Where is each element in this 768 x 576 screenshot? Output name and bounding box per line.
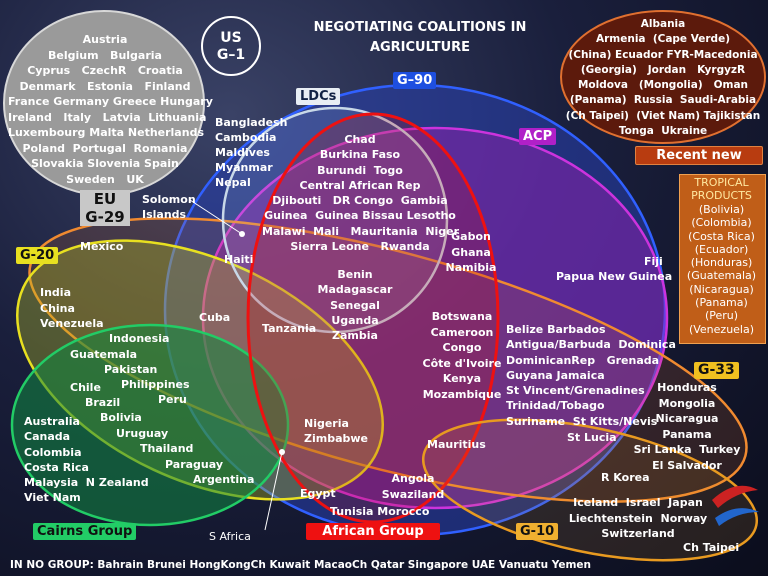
g90-label: G–90 xyxy=(393,72,437,89)
country-haiti: Haiti xyxy=(224,253,254,266)
country-ch-taipei: Ch Taipei xyxy=(683,541,740,554)
eu-label: EU G-29 xyxy=(80,190,130,226)
countries-australia-block: Australia Canada Colombia Costa Rica Mal… xyxy=(24,415,149,505)
country-chile: Chile xyxy=(70,381,101,394)
s-africa-dot xyxy=(279,449,285,455)
g20-label: G-20 xyxy=(16,247,59,264)
countries-india-block: India China Venezuela xyxy=(40,286,104,330)
country-peru: Peru xyxy=(158,393,187,406)
eu-label-bottom: G-29 xyxy=(85,208,125,226)
us-label-bottom: G–1 xyxy=(216,47,246,63)
page-title: NEGOTIATING COALITIONS IN AGRICULTURE xyxy=(313,20,527,55)
us-label: US G–1 xyxy=(204,30,258,64)
countries-botswana-block: Botswana Cameroon Congo Côte d'Ivoire Ke… xyxy=(422,310,502,401)
recent-members: Albania Armenia (Cape Verde) (China) Ecu… xyxy=(565,18,761,138)
country-philippines: Philippines xyxy=(121,378,190,391)
countries-caribbean-block: Belize Barbados Antigua/Barbuda Dominica… xyxy=(506,323,676,428)
countries-angola-block: Angola Swaziland xyxy=(381,472,445,501)
eu-members: Austria Belgium Bulgaria Cyprus CzechR C… xyxy=(8,33,213,186)
acp-circle xyxy=(201,126,669,510)
wto-logo-mark xyxy=(712,485,758,508)
s-africa-connector xyxy=(264,451,283,531)
country-pakistan: Pakistan xyxy=(104,363,158,376)
g33-label: G-33 xyxy=(694,362,739,379)
recent-bubble xyxy=(560,10,766,144)
wto-logo-mark-2 xyxy=(715,508,759,526)
country-bolivia: Bolivia xyxy=(100,411,142,424)
country-argentina: Argentina xyxy=(193,473,255,486)
tropical-members: (Bolivia) (Colombia) (Costa Rica) (Ecuad… xyxy=(686,203,757,336)
countries-gabon-block: Gabon Ghana Namibia xyxy=(445,230,497,274)
country-mexico: Mexico xyxy=(80,240,124,253)
country-paraguay: Paraguay xyxy=(165,458,223,471)
country-thailand: Thailand xyxy=(140,442,194,455)
country-tunisia-morocco: Tunisia Morocco xyxy=(330,505,430,518)
country-guatemala: Guatemala xyxy=(70,348,138,361)
cairns-label: Cairns Group xyxy=(33,523,137,540)
country-s-africa: S Africa xyxy=(209,530,251,543)
no-group-note: IN NO GROUP: Bahrain Brunei HongKongCh K… xyxy=(10,559,592,571)
country-uruguay: Uruguay xyxy=(116,427,169,440)
country-png: Papua New Guinea xyxy=(556,270,673,283)
country-mauritius: Mauritius xyxy=(427,438,486,451)
tropical-title: TROPICAL PRODUCTS xyxy=(691,176,752,202)
g10-label: G-10 xyxy=(516,523,559,540)
country-indonesia: Indonesia xyxy=(109,332,170,345)
solomon-dot xyxy=(239,231,245,237)
g33-ellipse xyxy=(28,217,748,503)
country-r-korea: R Korea xyxy=(601,471,650,484)
solomon-connector xyxy=(189,199,243,235)
countries-g33-block: Honduras Mongolia Nicaragua Panama Sri L… xyxy=(633,381,741,472)
country-st-lucia: St Lucia xyxy=(567,431,617,444)
tropical-box xyxy=(679,174,766,344)
ldcs-circle xyxy=(221,106,449,334)
us-label-top: US xyxy=(220,30,242,46)
g10-ellipse xyxy=(421,418,759,562)
african-label: African Group xyxy=(306,523,440,540)
us-circle xyxy=(201,16,261,76)
countries-nigeria-block: Nigeria Zimbabwe xyxy=(304,417,369,446)
countries-solomon: Solomon Islands xyxy=(142,193,196,221)
country-tanzania: Tanzania xyxy=(262,322,317,335)
countries-g10-block: Iceland Israel Japan Liechtenstein Norwa… xyxy=(568,496,708,540)
country-fiji: Fiji xyxy=(644,255,663,268)
country-cuba: Cuba xyxy=(199,311,231,324)
countries-chad-block: Chad Burkina Faso Burundi Togo Central A… xyxy=(262,133,460,254)
country-egypt: Egypt xyxy=(300,487,336,500)
ldcs-label: LDCs xyxy=(296,88,341,105)
recent-new-label: Recent new xyxy=(635,146,763,165)
acp-label: ACP xyxy=(519,128,557,145)
african-ellipse xyxy=(246,112,500,524)
country-brazil: Brazil xyxy=(85,396,121,409)
countries-benin-block: Benin Madagascar Senegal Uganda Zambia xyxy=(317,268,393,343)
eu-label-top: EU xyxy=(93,190,117,208)
countries-bangladesh-block: Bangladesh Cambodia Maldives Myanmar Nep… xyxy=(215,116,288,189)
cairns-ellipse xyxy=(10,323,290,527)
